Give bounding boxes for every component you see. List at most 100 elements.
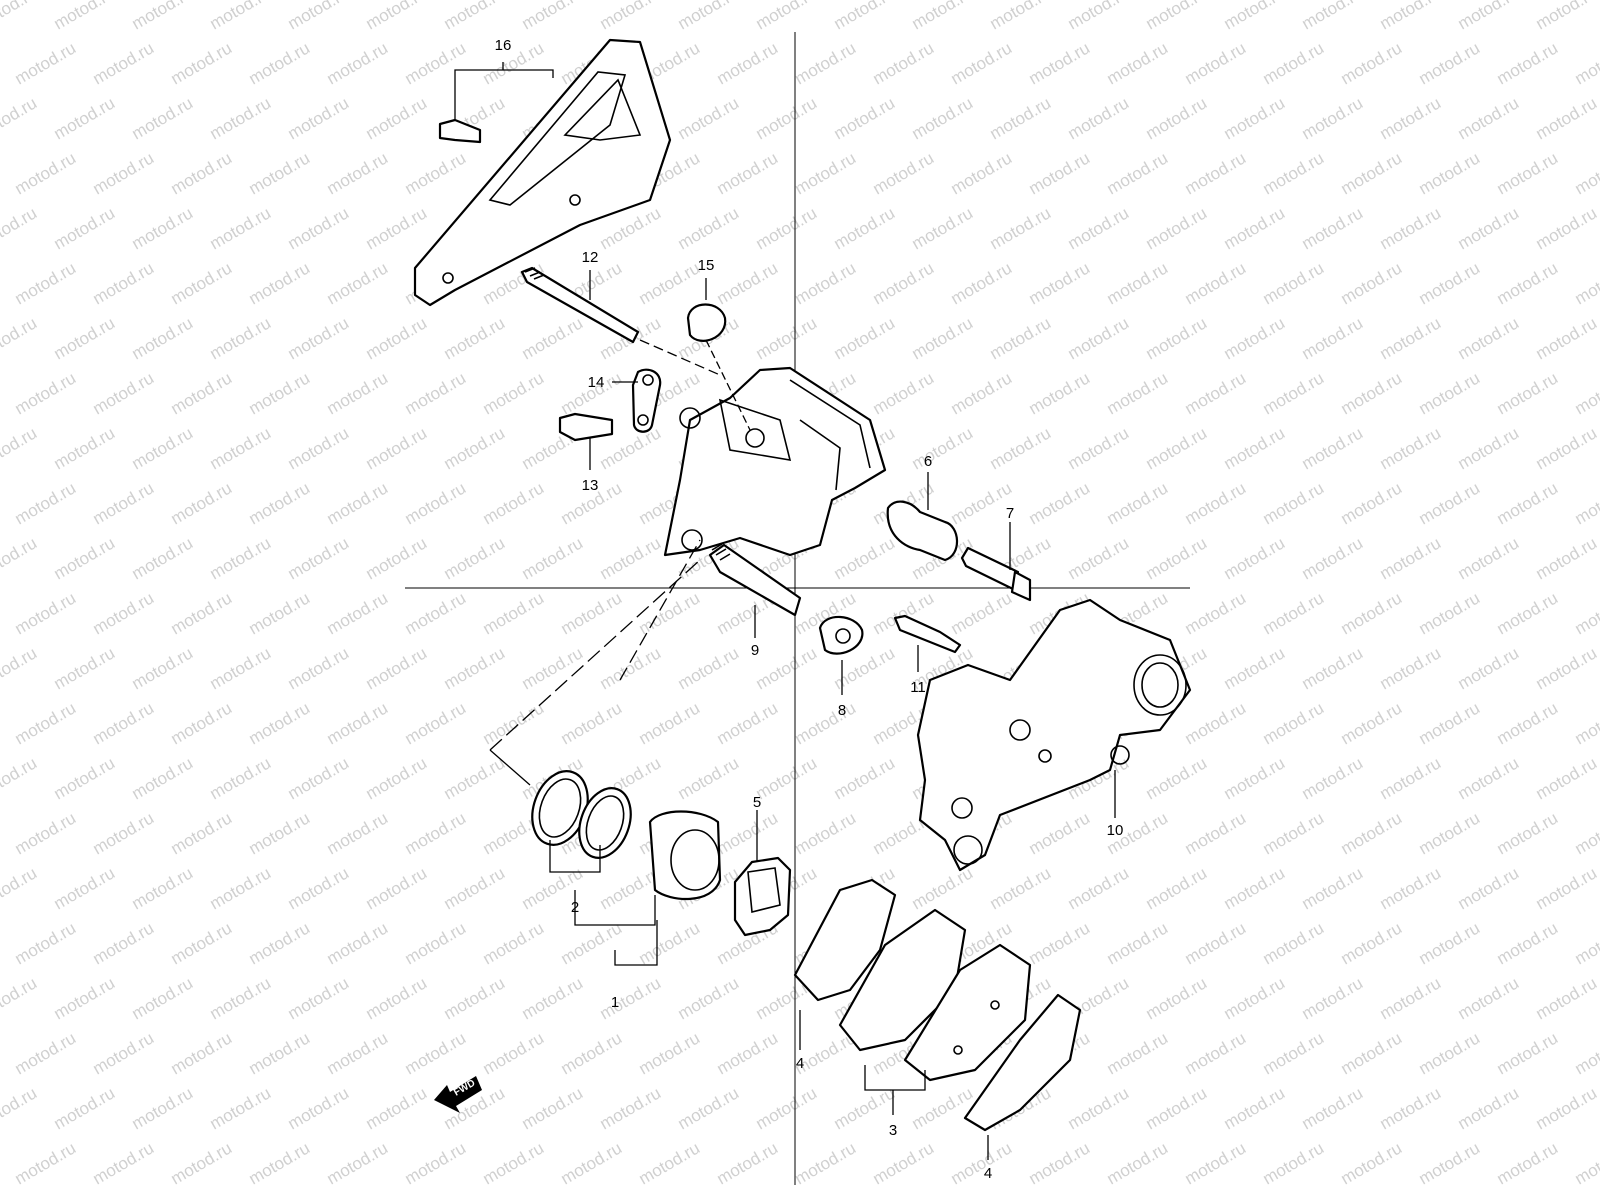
watermark-text: motod.ru [519,643,587,693]
watermark-text: motod.ru [1104,1028,1172,1078]
watermark-text: motod.ru [1455,863,1523,913]
watermark-text: motod.ru [1221,203,1289,253]
watermark-text: motod.ru [1533,93,1600,143]
watermark-text: motod.ru [12,258,80,308]
watermark-text: motod.ru [558,588,626,638]
watermark-text: motod.ru [246,1138,314,1188]
watermark-text: motod.ru [1182,478,1250,528]
part-caliper-bracket[interactable] [916,598,1192,872]
watermark-text: motod.ru [1221,93,1289,143]
watermark-text: motod.ru [363,643,431,693]
watermark-text: motod.ru [51,973,119,1023]
watermark-text: motod.ru [0,643,40,693]
part-piston[interactable] [648,810,722,900]
watermark-text: motod.ru [1065,863,1133,913]
callout-10[interactable]: 10 [1107,822,1124,839]
watermark-text: motod.ru [1221,1083,1289,1133]
watermark-text: motod.ru [558,1028,626,1078]
watermark-text: motod.ru [129,973,197,1023]
watermark-text: motod.ru [870,148,938,198]
watermark-text: motod.ru [1416,1138,1484,1188]
watermark-text: motod.ru [324,258,392,308]
watermark-text: motod.ru [1221,863,1289,913]
watermark-text: motod.ru [1182,588,1250,638]
part-spring[interactable] [893,614,962,654]
watermark-text: motod.ru [168,918,236,968]
part-boot[interactable] [818,615,864,655]
watermark-text: motod.ru [1494,478,1562,528]
watermark-text: motod.ru [402,38,470,88]
watermark-text: motod.ru [441,0,509,33]
watermark-text: motod.ru [1338,368,1406,418]
callout-11[interactable]: 11 [910,679,926,696]
part-piston-seals[interactable] [523,763,640,865]
callout-9[interactable]: 9 [751,642,759,659]
watermark-text: motod.ru [324,38,392,88]
callout-16[interactable]: 16 [495,37,512,54]
watermark-text: motod.ru [1338,698,1406,748]
watermark-text: motod.ru [285,93,353,143]
part-plate[interactable] [631,368,662,433]
watermark-text: motod.ru [1494,258,1562,308]
watermark-text: motod.ru [675,1083,743,1133]
watermark-text: motod.ru [12,808,80,858]
watermark-text: motod.ru [1572,698,1600,748]
callout-13[interactable]: 13 [582,477,599,494]
callout-4-right[interactable]: 4 [984,1165,992,1182]
watermark-text: motod.ru [753,203,821,253]
watermark-text: motod.ru [1065,313,1133,363]
callout-12[interactable]: 12 [582,249,599,266]
callout-1[interactable]: 1 [611,994,619,1011]
watermark-text: motod.ru [1182,918,1250,968]
callout-14[interactable]: 14 [588,374,605,391]
watermark-text: motod.ru [324,918,392,968]
watermark-text: motod.ru [1377,533,1445,583]
part-brake-pads[interactable] [793,878,1082,1132]
part-sleeve[interactable] [886,500,959,562]
callout-4-left[interactable]: 4 [796,1055,804,1072]
watermark-text: motod.ru [402,698,470,748]
watermark-text: motod.ru [129,863,197,913]
watermark-text: motod.ru [441,533,509,583]
watermark-text: motod.ru [285,423,353,473]
watermark-text: motod.ru [129,203,197,253]
part-shim[interactable] [733,856,792,937]
callout-8[interactable]: 8 [838,702,846,719]
watermark-text: motod.ru [1182,1138,1250,1188]
watermark-text: motod.ru [207,533,275,583]
watermark-text: motod.ru [1260,368,1328,418]
watermark-text: motod.ru [207,643,275,693]
part-bolt[interactable] [960,546,1032,602]
watermark-text: motod.ru [480,1028,548,1078]
watermark-text: motod.ru [90,588,158,638]
callout-7[interactable]: 7 [1006,505,1014,522]
part-slide-pin[interactable] [708,543,802,617]
watermark-text: motod.ru [1416,148,1484,198]
watermark-text: motod.ru [207,753,275,803]
callout-6[interactable]: 6 [924,453,932,470]
watermark-text: motod.ru [792,258,860,308]
watermark-text: motod.ru [168,368,236,418]
watermark-text: motod.ru [1299,863,1367,913]
watermark-text: motod.ru [1572,38,1600,88]
part-caliper-body [663,366,887,557]
callout-5[interactable]: 5 [753,794,761,811]
part-pin[interactable] [520,266,640,344]
part-bleeder-valve[interactable] [558,412,614,442]
callout-15[interactable]: 15 [698,257,715,274]
part-cap[interactable] [686,303,727,342]
watermark-text: motod.ru [558,1138,626,1188]
watermark-text: motod.ru [12,1028,80,1078]
part-chain-guard[interactable] [413,38,672,307]
watermark-text: motod.ru [480,698,548,748]
watermark-text: motod.ru [129,0,197,33]
watermark-text: motod.ru [90,368,158,418]
callout-2[interactable]: 2 [571,899,579,916]
watermark-text: motod.ru [324,478,392,528]
watermark-text: motod.ru [51,643,119,693]
callout-3[interactable]: 3 [889,1122,897,1139]
watermark-text: motod.ru [987,313,1055,363]
watermark-text: motod.ru [1299,643,1367,693]
watermark-text: motod.ru [441,313,509,363]
watermark-text: motod.ru [1572,148,1600,198]
